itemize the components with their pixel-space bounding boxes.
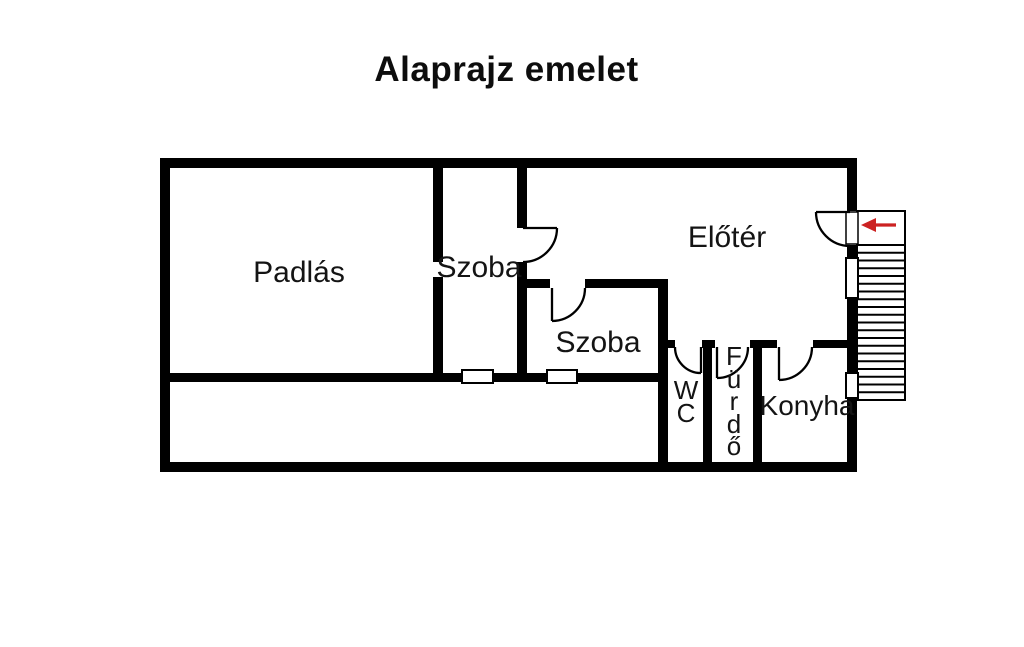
wall-segment [813, 340, 847, 348]
room-label-szoba-also: Szoba [555, 326, 641, 359]
window-marker [845, 257, 859, 299]
door-arc-entrance [814, 210, 851, 248]
entrance-threshold [845, 211, 859, 245]
window-marker [461, 369, 494, 384]
room-label-wc: WC [673, 375, 699, 428]
wall-segment [160, 158, 857, 168]
wall-segment [433, 158, 443, 262]
door-arc-furdo [715, 346, 750, 380]
staircase [856, 210, 906, 401]
walls [160, 158, 857, 472]
wall-segment [750, 340, 777, 348]
room-label-furdo: Fürdő [726, 341, 742, 461]
wall-segment [658, 279, 668, 472]
wall-segment [847, 398, 857, 462]
arrow-head [861, 218, 876, 232]
wall-segment [160, 158, 170, 472]
wall-segment [160, 462, 857, 472]
window-marker [845, 372, 859, 399]
wall-segment [753, 340, 762, 472]
wall-segment [517, 262, 527, 382]
wall-segment [433, 277, 443, 382]
room-label-szoba-felso: Szoba [436, 251, 522, 284]
window-markers [461, 211, 859, 399]
wall-segment [585, 279, 668, 288]
wall-segment [847, 245, 857, 258]
wall-segment [668, 340, 675, 348]
door-arc-szoba-also [550, 287, 587, 323]
door-arc-wc [673, 346, 703, 375]
window-marker [546, 369, 578, 384]
wall-segment [703, 340, 712, 472]
wall-segment [517, 158, 527, 228]
wall-segment [847, 158, 857, 211]
door-arc-konyha [777, 346, 814, 382]
page-title: Alaprajz emelet [374, 50, 639, 89]
door-arc-szoba-felso [522, 226, 559, 264]
wall-segment [517, 279, 550, 288]
room-label-konyha: Konyha [759, 390, 855, 421]
door-arcs [522, 210, 851, 382]
room-label-eloter: Előtér [687, 221, 767, 254]
stairs-direction-arrow-icon [861, 218, 896, 232]
stair-treads [857, 244, 905, 394]
room-label-padlas: Padlás [253, 256, 345, 289]
wall-segment [847, 298, 857, 373]
staircase-outline [856, 210, 906, 401]
wall-segment [160, 373, 658, 382]
